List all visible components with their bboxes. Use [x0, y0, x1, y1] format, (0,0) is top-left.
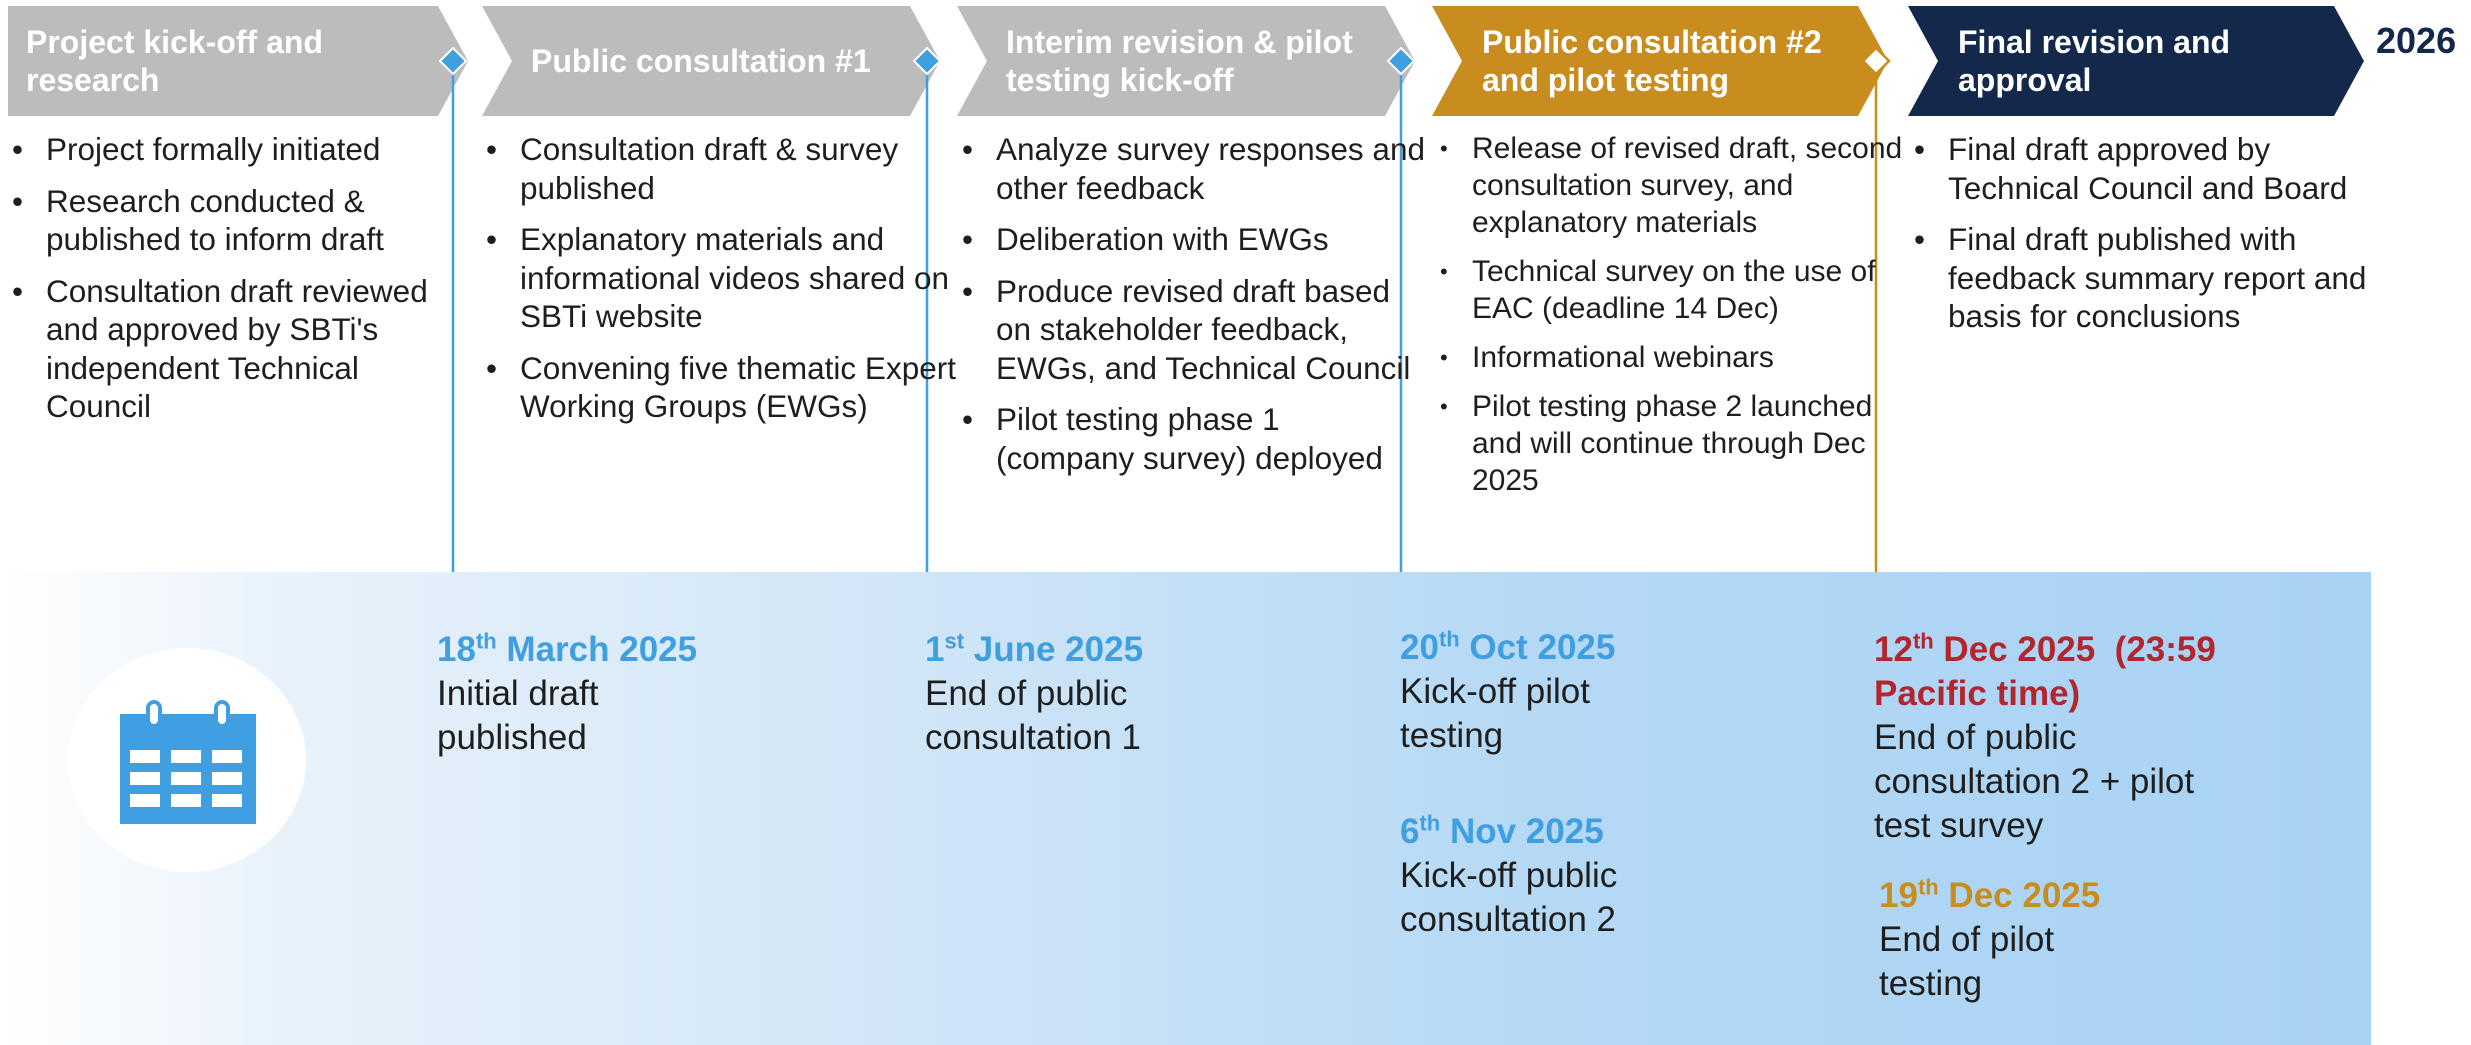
diamond-marker-1 — [438, 46, 468, 76]
milestone-band — [0, 572, 2371, 1045]
milestone-description: Kick-off pilot testing — [1400, 672, 1590, 755]
bullet-item: Technical survey on the use of EAC (dead… — [1440, 253, 1912, 327]
bullet-item: Analyze survey responses and other feedb… — [962, 130, 1426, 207]
phase-title-1: Project kick-off and research — [26, 24, 323, 98]
milestone-description: End of public consultation 2 + pilot tes… — [1874, 718, 2195, 845]
diamond-marker-2 — [912, 46, 942, 76]
bullet-item: Pilot testing phase 2 launched and will … — [1440, 388, 1912, 499]
calendar-badge — [68, 648, 306, 872]
bullet-item: Final draft approved by Technical Counci… — [1914, 130, 2368, 207]
milestone-date: 19th Dec 2025 — [1879, 874, 2101, 915]
phase-4-bullets: Release of revised draft, second consult… — [1436, 130, 1912, 511]
phase-3-bullets: Analyze survey responses and other feedb… — [960, 130, 1426, 490]
milestone-4: 6th Nov 2025 Kick-off public consultatio… — [1400, 810, 1760, 942]
phase-title-2: Public consultation #1 — [531, 43, 871, 79]
milestone-date: 20th Oct 2025 — [1400, 626, 1616, 667]
bullet-item: Deliberation with EWGs — [962, 220, 1426, 259]
milestone-description: Initial draft published — [437, 674, 599, 757]
phase-5-bullets: Final draft approved by Technical Counci… — [1912, 130, 2368, 349]
bullet-item: Research conducted & published to inform… — [12, 182, 456, 259]
milestone-date: 12th Dec 2025 (23:59 Pacific time) — [1874, 628, 2226, 713]
milestone-description: End of public consultation 1 — [925, 674, 1141, 757]
milestone-1: 18th March 2025 Initial draft published — [437, 628, 817, 760]
milestone-6: 19th Dec 2025 End of pilot testing — [1879, 874, 2239, 1006]
bullet-item: Final draft published with feedback summ… — [1914, 220, 2368, 336]
phase-2-bullets: Consultation draft & survey published Ex… — [484, 130, 960, 439]
chevron-phase-2 — [482, 6, 940, 116]
milestone-date: 6th Nov 2025 — [1400, 810, 1604, 851]
milestone-5: 12th Dec 2025 (23:59 Pacific time) End o… — [1874, 628, 2274, 848]
chevron-phase-3 — [957, 6, 1415, 116]
milestone-date: 1st June 2025 — [925, 628, 1144, 669]
milestone-2: 1st June 2025 End of public consultation… — [925, 628, 1305, 760]
bullet-item: Convening five thematic Expert Working G… — [486, 349, 960, 426]
phase-title-4: Public consultation #2 and pilot testing — [1482, 24, 1822, 98]
phase-title-3: Interim revision & pilot testing kick-of… — [1006, 24, 1353, 98]
bullet-item: Pilot testing phase 1 (company survey) d… — [962, 400, 1426, 477]
milestone-description: Kick-off public consultation 2 — [1400, 856, 1618, 939]
phase-1-bullets: Project formally initiated Research cond… — [10, 130, 456, 439]
bullet-item: Produce revised draft based on stakehold… — [962, 272, 1426, 388]
milestone-3: 20th Oct 2025 Kick-off pilot testing — [1400, 626, 1760, 758]
phase-title-5: Final revision and approval — [1958, 24, 2231, 98]
bullet-item: Project formally initiated — [12, 130, 456, 169]
calendar-icon — [120, 700, 256, 824]
bullet-item: Explanatory materials and informational … — [486, 220, 960, 336]
diamond-marker-4 — [1861, 46, 1891, 76]
milestone-description: End of pilot testing — [1879, 920, 2055, 1003]
chevron-phase-5 — [1908, 6, 2364, 116]
year-label: 2026 — [2376, 20, 2457, 61]
bullet-item: Informational webinars — [1440, 339, 1912, 376]
milestone-date: 18th March 2025 — [437, 628, 698, 669]
chevron-phase-4 — [1432, 6, 1888, 116]
bullet-item: Consultation draft reviewed and approved… — [12, 272, 456, 426]
bullet-item: Consultation draft & survey published — [486, 130, 960, 207]
chevron-phase-1 — [8, 6, 468, 116]
diamond-marker-3 — [1386, 46, 1416, 76]
bullet-item: Release of revised draft, second consult… — [1440, 130, 1912, 241]
